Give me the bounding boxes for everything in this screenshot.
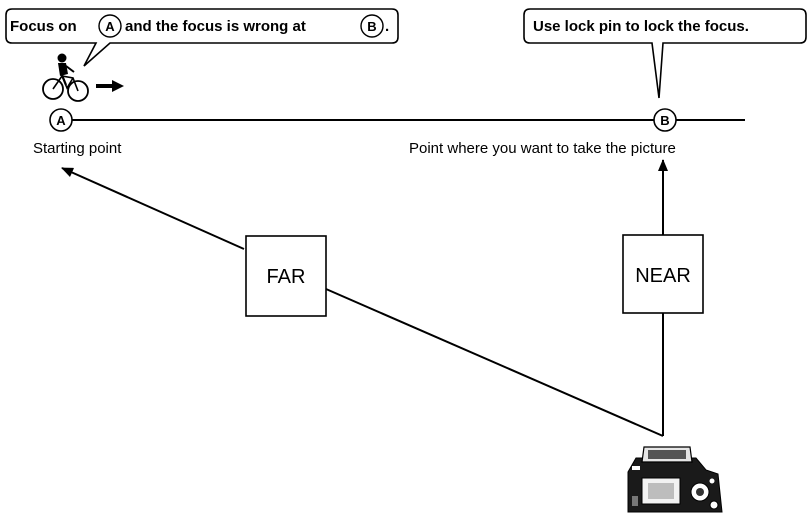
- point-a-label: Starting point: [33, 140, 122, 157]
- far-box: FAR: [245, 235, 327, 317]
- callout-left-text-2: and the focus is wrong at: [125, 18, 306, 35]
- callout-left-marker-b: B: [360, 14, 384, 38]
- far-path-upper: [61, 167, 245, 250]
- far-box-label: FAR: [267, 266, 306, 288]
- callout-right-text: Use lock pin to lock the focus.: [533, 18, 749, 35]
- cyclist-icon: [42, 53, 89, 102]
- callout-left-text-1: Focus on: [10, 18, 77, 35]
- far-path-lower: [325, 288, 664, 437]
- callout-left-marker-b-label: B: [367, 19, 376, 34]
- point-a-marker: A: [49, 108, 73, 132]
- point-a-marker-label: A: [56, 113, 66, 128]
- right-arrow-icon: [96, 80, 124, 92]
- callout-left: Focus on A and the focus is wrong at B .: [5, 8, 399, 67]
- camera-icon: [627, 446, 723, 513]
- callout-left-text-3: .: [385, 18, 389, 35]
- near-box-label: NEAR: [635, 265, 691, 287]
- callout-left-marker-a-label: A: [105, 19, 115, 34]
- point-b-marker-label: B: [660, 113, 669, 128]
- point-b-marker: B: [653, 108, 677, 132]
- near-box: NEAR: [622, 234, 704, 314]
- callout-left-marker-a: A: [98, 14, 122, 38]
- callout-right: Use lock pin to lock the focus.: [523, 8, 807, 99]
- point-b-label: Point where you want to take the picture: [409, 140, 676, 157]
